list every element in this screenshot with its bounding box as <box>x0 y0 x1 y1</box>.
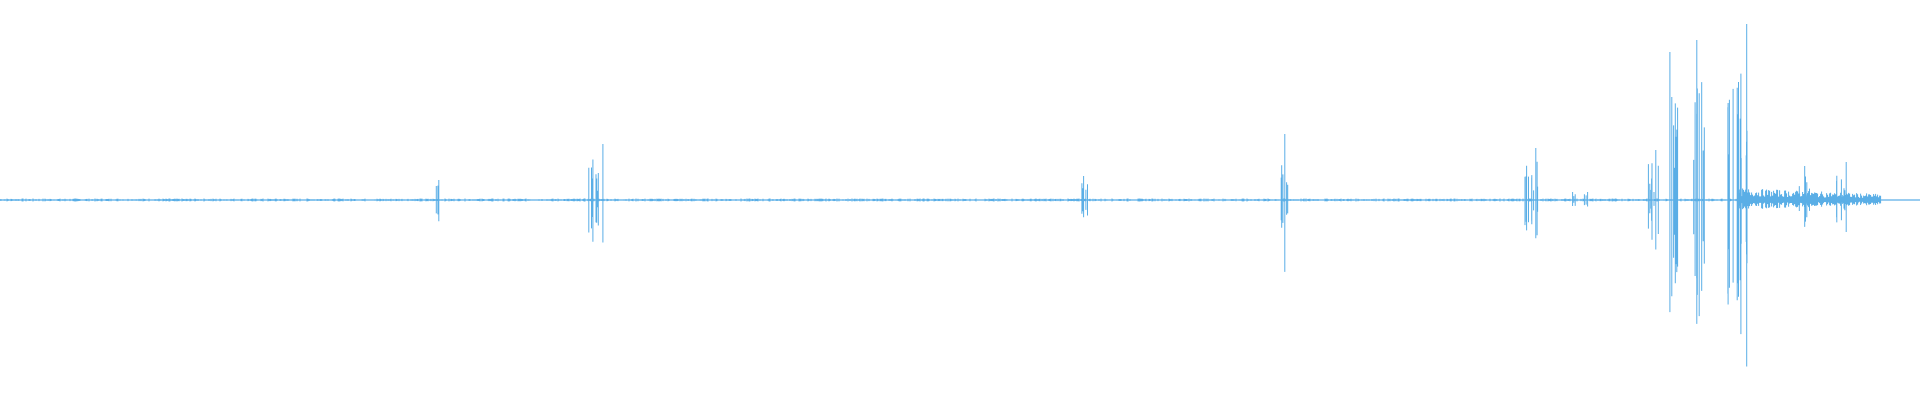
waveform-samples <box>0 24 1882 367</box>
